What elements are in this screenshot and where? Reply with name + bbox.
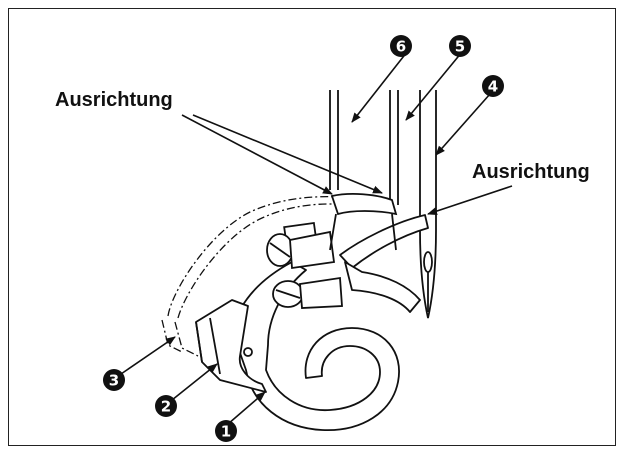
alignment-label-right: Ausrichtung <box>472 161 590 183</box>
svg-text:3: 3 <box>109 372 119 390</box>
clamp-screws <box>266 221 343 309</box>
ghost-outlines <box>161 196 361 357</box>
callout-leaders <box>120 51 491 425</box>
presser-foot-body <box>195 214 429 431</box>
foot-holder <box>329 193 398 251</box>
svg-text:2: 2 <box>161 398 171 416</box>
alignment-label-left: Ausrichtung <box>55 89 173 111</box>
callout-2: 2 <box>155 395 177 417</box>
svg-text:4: 4 <box>488 78 498 96</box>
svg-text:1: 1 <box>221 423 231 441</box>
svg-text:6: 6 <box>396 38 406 56</box>
diagram-frame <box>8 8 616 446</box>
callout-3: 3 <box>103 369 125 391</box>
callout-1: 1 <box>215 420 237 442</box>
callout-4: 4 <box>482 75 504 97</box>
svg-text:5: 5 <box>455 38 465 56</box>
alignment-leaders <box>181 114 513 215</box>
callout-6: 6 <box>390 35 412 57</box>
needle-rods <box>329 90 437 319</box>
callout-5: 5 <box>449 35 471 57</box>
